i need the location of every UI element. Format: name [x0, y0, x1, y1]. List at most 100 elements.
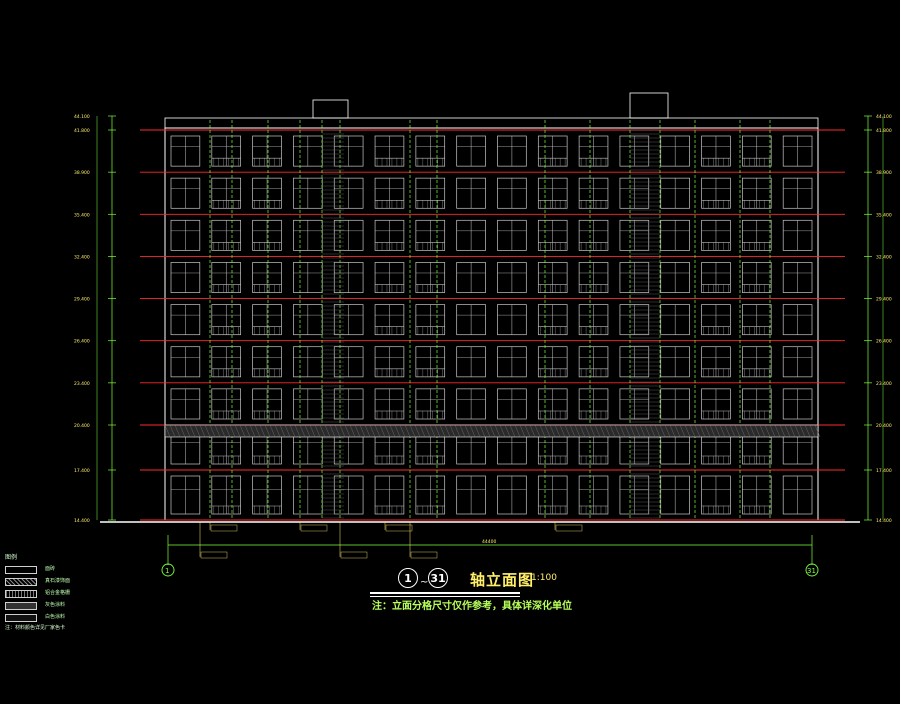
- callout-tag: [300, 524, 328, 532]
- axis-range-separator: ~: [420, 577, 429, 588]
- elevation-label: 14.400: [74, 518, 90, 524]
- elevation-label: 29.400: [876, 297, 892, 303]
- podium-hatch: [594, 424, 601, 438]
- podium-hatch: [629, 424, 636, 438]
- podium-hatch: [274, 424, 281, 438]
- axis-bubble-end: 31: [428, 568, 448, 588]
- podium-hatch: [644, 424, 651, 438]
- podium-hatch: [179, 424, 186, 438]
- drawing-title: 轴立面图: [470, 571, 535, 589]
- podium-hatch: [454, 424, 461, 438]
- podium-hatch: [364, 424, 371, 438]
- podium-hatch: [349, 424, 356, 438]
- podium-hatch: [604, 424, 611, 438]
- podium-hatch: [389, 424, 396, 438]
- podium-hatch: [439, 424, 446, 438]
- podium-hatch: [584, 424, 591, 438]
- podium-hatch: [314, 424, 321, 438]
- legend-swatch-white-paint: [5, 614, 37, 622]
- podium-hatch: [319, 424, 326, 438]
- elevation-label: 38.900: [74, 170, 90, 176]
- podium-hatch: [374, 424, 381, 438]
- legend-item: 真石漆饰面: [5, 578, 85, 587]
- podium-hatch: [379, 424, 386, 438]
- podium-hatch: [404, 424, 411, 438]
- drawing-title-block: 1 ~ 31 轴立面图 1:100: [370, 568, 590, 597]
- elevation-label: 14.400: [876, 518, 892, 524]
- legend-label: 真石漆饰面: [45, 578, 71, 584]
- podium-hatch: [574, 424, 581, 438]
- podium-hatch: [169, 424, 176, 438]
- podium-hatch: [434, 424, 441, 438]
- elevation-label: 26.400: [876, 339, 892, 345]
- elevation-label: 29.400: [74, 297, 90, 303]
- podium-hatch: [634, 424, 641, 438]
- podium-hatch: [419, 424, 426, 438]
- roof-machine-room-right: [629, 92, 669, 119]
- axis-bubble-left: [161, 563, 175, 577]
- podium-hatch: [549, 424, 556, 438]
- elevation-label: 32.400: [876, 254, 892, 260]
- elevation-label: 23.400: [74, 381, 90, 387]
- podium-hatch: [739, 424, 746, 438]
- podium-hatch: [714, 424, 721, 438]
- podium-hatch: [534, 424, 541, 438]
- podium-hatch: [164, 424, 171, 438]
- podium-hatch: [609, 424, 616, 438]
- podium-hatch: [189, 424, 196, 438]
- podium-hatch: [804, 424, 811, 438]
- podium-hatch: [199, 424, 206, 438]
- podium-hatch: [424, 424, 431, 438]
- axis-label-left: 1: [165, 567, 169, 575]
- material-legend: 图例 面砖 真石漆饰面 铝合金格栅 灰色涂料 白色涂料 注：材料颜色详见厂家色卡: [5, 552, 85, 631]
- podium-hatch: [244, 424, 251, 438]
- overall-dimension-text: 44400: [482, 539, 496, 545]
- podium-hatch: [499, 424, 506, 438]
- podium-hatch: [504, 424, 511, 438]
- title-underline: [370, 592, 520, 594]
- roof-parapet: [164, 117, 819, 129]
- podium-hatch: [654, 424, 661, 438]
- elevation-label: 17.400: [74, 468, 90, 474]
- callout-tag: [210, 524, 238, 532]
- legend-swatch-aluminium-grille: [5, 590, 37, 598]
- podium-hatch: [359, 424, 366, 438]
- legend-label: 白色涂料: [45, 614, 66, 620]
- podium-hatch: [494, 424, 501, 438]
- podium-hatch: [559, 424, 566, 438]
- title-underline-thin: [370, 596, 520, 597]
- legend-title: 图例: [5, 554, 18, 561]
- podium-hatch: [294, 424, 301, 438]
- legend-label: 面砖: [45, 566, 56, 572]
- elevation-label: 41.800: [876, 128, 892, 134]
- podium-hatch: [444, 424, 451, 438]
- podium-hatch: [259, 424, 266, 438]
- podium-hatch: [354, 424, 361, 438]
- callout-tag: [340, 551, 368, 559]
- podium-hatch: [669, 424, 676, 438]
- legend-swatch-stone-paint: [5, 578, 37, 586]
- podium-hatch: [289, 424, 296, 438]
- podium-hatch: [649, 424, 656, 438]
- podium-hatch: [209, 424, 216, 438]
- legend-swatch-grey-paint: [5, 602, 37, 610]
- callout-tag: [385, 524, 413, 532]
- podium-hatch: [759, 424, 766, 438]
- axis-bubble-right: [805, 563, 819, 577]
- podium-hatch: [309, 424, 316, 438]
- podium-hatch: [704, 424, 711, 438]
- podium-hatch: [204, 424, 211, 438]
- callout-tag: [410, 551, 438, 559]
- podium-hatch: [409, 424, 416, 438]
- podium-hatch: [699, 424, 706, 438]
- podium-hatch: [369, 424, 376, 438]
- legend-label: 铝合金格栅: [45, 590, 71, 596]
- podium-hatch: [479, 424, 486, 438]
- podium-hatch: [589, 424, 596, 438]
- podium-hatch: [219, 424, 226, 438]
- podium-hatch: [394, 424, 401, 438]
- podium-hatch: [599, 424, 606, 438]
- podium-hatch: [449, 424, 456, 438]
- podium-hatch: [724, 424, 731, 438]
